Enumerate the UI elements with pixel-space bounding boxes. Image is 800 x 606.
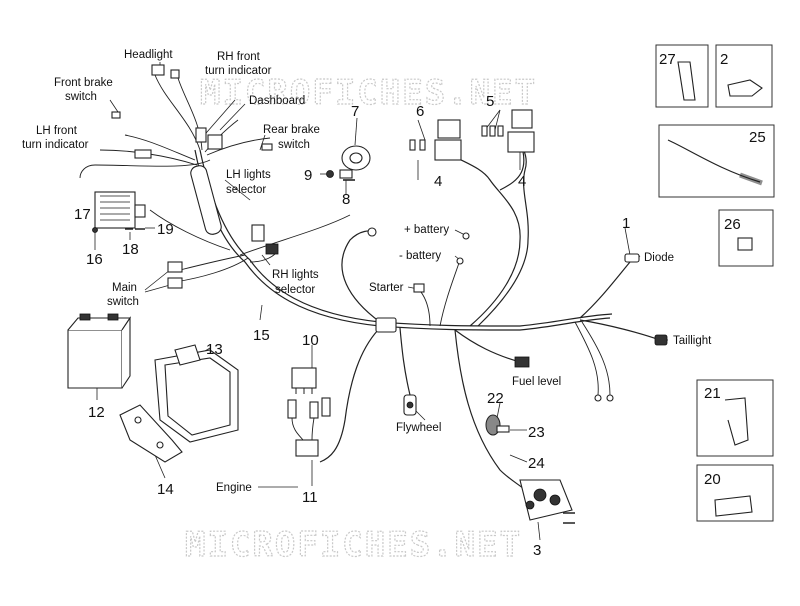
callout-5: 5: [486, 93, 494, 110]
callout-17: 17: [74, 206, 91, 223]
callout-12: 12: [88, 404, 105, 421]
main-switch-connector-a: [167, 261, 183, 273]
text-labels: Headlight RH front turn indicator Front …: [22, 49, 712, 494]
callout-24: 24: [528, 455, 545, 472]
bracket-14: [119, 404, 183, 463]
part-box-20: [696, 464, 774, 522]
watermark-bottom: MICROFICHES.NET: [185, 525, 522, 565]
main-switch-connector-b: [167, 277, 183, 289]
fuse-holder-left: [409, 119, 462, 161]
label-main-switch-2: switch: [107, 296, 139, 308]
voltage-regulator: [94, 191, 146, 229]
part-box-27: [655, 44, 709, 108]
label-dashboard: Dashboard: [249, 95, 305, 107]
engine-connector-11: [287, 397, 331, 457]
fuel-level-connector: [514, 356, 530, 368]
callout-4-left: 4: [434, 173, 442, 190]
terminal-a: [594, 394, 602, 402]
relay-10: [291, 367, 317, 394]
callout-27: 27: [659, 51, 676, 68]
plus-battery-lug: [462, 232, 470, 240]
main-switch-3: [519, 479, 575, 524]
label-diode: Diode: [644, 252, 674, 264]
label-lh-lights-2: selector: [226, 184, 266, 196]
callout-6: 6: [416, 103, 424, 120]
callout-8: 8: [342, 191, 350, 208]
callout-16: 16: [86, 251, 103, 268]
callout-22: 22: [487, 390, 504, 407]
callout-25: 25: [749, 129, 766, 146]
callout-2: 2: [720, 51, 728, 68]
nut-9: [326, 170, 334, 178]
label-plus-battery: + battery: [404, 224, 449, 236]
callout-10: 10: [302, 332, 319, 349]
callout-7: 7: [351, 103, 359, 120]
label-starter: Starter: [369, 282, 404, 294]
rh-selector-connector: [265, 243, 279, 255]
battery-housing: [154, 344, 239, 443]
label-lh-front-2: turn indicator: [22, 139, 89, 151]
label-rh-lights-1: RH lights: [272, 269, 319, 281]
label-lh-front-1: LH front: [36, 125, 78, 137]
fuse-holder-right: [481, 109, 535, 153]
label-engine: Engine: [216, 482, 252, 494]
label-main-switch-1: Main: [112, 282, 137, 294]
callout-1: 1: [622, 215, 630, 232]
watermark-top: MICROFICHES.NET: [200, 73, 537, 113]
callout-13: 13: [206, 341, 223, 358]
rear-brake-connector: [261, 143, 273, 151]
label-flywheel: Flywheel: [396, 422, 441, 434]
callout-20: 20: [704, 471, 721, 488]
diode: [624, 253, 640, 263]
label-rh-front-2: turn indicator: [205, 65, 272, 77]
label-fuel-level: Fuel level: [512, 376, 561, 388]
minus-battery-lug: [456, 257, 464, 265]
label-front-brake-2: switch: [65, 91, 97, 103]
callout-14: 14: [157, 481, 174, 498]
callout-11: 11: [302, 489, 318, 506]
headlight-connector: [151, 64, 180, 79]
starter-connector: [413, 283, 425, 293]
plus-battery-terminal: [367, 227, 377, 237]
lh-selector-connector: [251, 224, 265, 242]
callout-15: 15: [253, 327, 270, 344]
part-box-21: [696, 379, 774, 457]
washer-16: [92, 227, 98, 233]
callout-4-right: 4: [518, 173, 526, 190]
part-box-26: [718, 209, 774, 267]
callout-19: 19: [157, 221, 174, 238]
callout-3: 3: [533, 542, 541, 559]
main-harness: [79, 74, 661, 491]
label-minus-battery: - battery: [399, 250, 441, 262]
ignition-key: [485, 414, 510, 436]
label-taillight: Taillight: [673, 335, 712, 347]
front-brake-connector: [111, 111, 121, 119]
label-front-brake-1: Front brake: [54, 77, 113, 89]
lh-front-connector: [134, 149, 152, 159]
dashboard-connector: [195, 127, 223, 150]
horn: [339, 145, 371, 179]
label-rh-front-1: RH front: [217, 51, 261, 63]
part-box-25: [658, 124, 775, 198]
label-rear-brake-2: switch: [278, 139, 310, 151]
battery: [67, 313, 132, 389]
label-lh-lights-1: LH lights: [226, 169, 271, 181]
callout-23: 23: [528, 424, 545, 441]
flywheel-connector: [403, 394, 417, 416]
callout-18: 18: [122, 241, 139, 258]
callout-26: 26: [724, 216, 741, 233]
label-rh-lights-2: selector: [275, 284, 315, 296]
callout-9: 9: [304, 167, 312, 184]
part-box-2: [715, 44, 773, 108]
callout-numbers: 1 2 3 4 4 5 6 7 8 9 10 11 12 13 14 15 16…: [74, 51, 766, 559]
label-headlight: Headlight: [124, 49, 173, 61]
callout-21: 21: [704, 385, 721, 402]
taillight-connector: [654, 334, 668, 346]
label-rear-brake-1: Rear brake: [263, 124, 320, 136]
leader-lines: [94, 62, 668, 541]
terminal-b: [606, 394, 614, 402]
